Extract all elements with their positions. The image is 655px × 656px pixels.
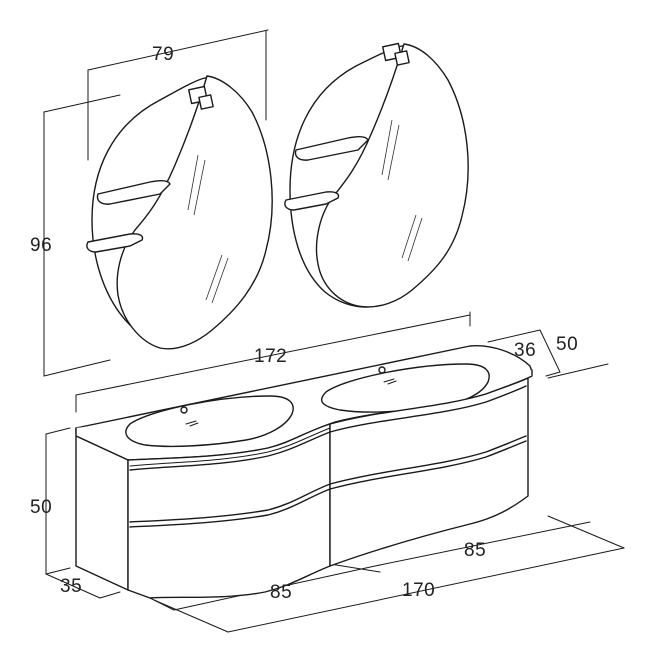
left-mirror-reflection-3	[205, 254, 223, 301]
label-module-left: 85	[270, 582, 292, 603]
right-basin-drain	[383, 378, 397, 385]
left-top-drawer-groove-2	[129, 427, 331, 467]
dim-96-ext-bottom	[43, 359, 111, 377]
right-module-front	[329, 377, 529, 567]
left-basin-tap-hole	[180, 406, 188, 414]
dim-36-tick	[545, 371, 561, 377]
left-basin-drain	[185, 420, 199, 427]
left-mirror-reflection-2	[193, 159, 206, 216]
right-mirror-reflection-1	[381, 119, 393, 176]
label-mirror-width: 79	[152, 44, 174, 65]
label-top-depth: 50	[556, 334, 578, 355]
dim-96-ext-top	[43, 94, 121, 113]
left-mirror	[86, 75, 273, 350]
right-top-drawer-groove	[329, 385, 527, 433]
label-cabinet-depth: 36	[514, 340, 536, 361]
dim-170-ext-right	[547, 515, 625, 549]
right-mirror	[284, 42, 469, 308]
left-mid-drawer-groove-2	[129, 488, 331, 528]
label-cabinet-height: 50	[30, 497, 52, 518]
dim-35-line	[45, 573, 101, 599]
left-mirror-lamp	[188, 85, 214, 110]
left-mirror-shelf-top	[96, 179, 171, 205]
left-mid-drawer-groove	[129, 483, 331, 523]
dim-50h-ext-top	[45, 427, 71, 435]
dim-79-line	[87, 29, 269, 71]
label-top-width: 172	[254, 346, 287, 367]
dim-85-mid-ext	[329, 563, 381, 573]
label-cabinet-width: 170	[402, 580, 435, 601]
dim-170-line	[227, 547, 625, 633]
dim-50-line	[547, 363, 609, 379]
right-mirror-reflection-2	[387, 124, 400, 181]
right-mid-drawer-groove-2	[329, 440, 527, 490]
right-mid-drawer-groove	[329, 435, 527, 485]
dim-36-line	[539, 329, 561, 373]
left-mirror-reflection-4	[211, 257, 229, 304]
label-module-right: 85	[464, 540, 486, 561]
right-mirror-reflection-4	[407, 217, 423, 262]
right-mirror-lamp	[382, 42, 410, 66]
right-mirror-shelf-bottom	[284, 191, 340, 211]
label-mirror-height: 96	[30, 235, 52, 256]
dim-170-ext-left	[153, 599, 229, 633]
right-basin	[320, 363, 490, 413]
right-mirror-glass	[315, 43, 469, 308]
label-side-depth: 35	[60, 576, 82, 597]
dim-85-right-line	[374, 521, 591, 567]
dim-50h-ext-bottom	[45, 567, 71, 575]
dimension-lines	[43, 29, 625, 633]
right-basin-tap-hole	[378, 366, 386, 374]
dimension-labels: 79 96 172 36 50 50 35 85 85 170	[30, 44, 578, 603]
left-top-drawer-groove	[129, 431, 331, 471]
dim-35-ext	[99, 591, 121, 599]
left-mirror-shelf-bottom	[86, 233, 144, 253]
left-mirror-reflection-1	[187, 154, 199, 211]
left-basin	[125, 395, 294, 448]
right-mirror-reflection-3	[401, 214, 417, 259]
cabinet-side-panel	[75, 435, 129, 591]
right-mirror-shelf-top	[294, 135, 369, 161]
vanity-unit	[75, 344, 533, 599]
dim-172-line	[75, 314, 471, 396]
dim-36-ext	[487, 329, 541, 343]
